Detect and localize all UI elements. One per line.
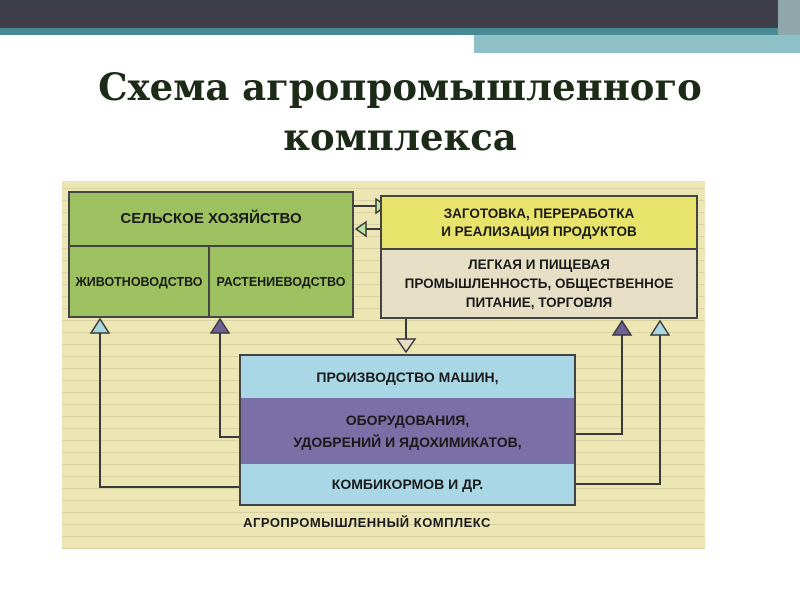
processing-sub-line1: ЛЕГКАЯ И ПИЩЕВАЯ (468, 257, 610, 272)
diagram-caption: АГРОПРОМЫШЛЕННЫЙ КОМПЛЕКС (243, 515, 491, 530)
processing-to-agri-arrow (354, 220, 380, 238)
processing-box: ЗАГОТОВКА, ПЕРЕРАБОТКА И РЕАЛИЗАЦИЯ ПРОД… (380, 195, 698, 319)
production-box: ПРОИЗВОДСТВО МАШИН, ОБОРУДОВАНИЯ, УДОБРЕ… (239, 354, 576, 506)
header-bar-dark (0, 0, 800, 28)
processing-title: ЗАГОТОВКА, ПЕРЕРАБОТКА И РЕАЛИЗАЦИЯ ПРОД… (382, 197, 696, 248)
processing-industries: ЛЕГКАЯ И ПИЩЕВАЯ ПРОМЫШЛЕННОСТЬ, ОБЩЕСТВ… (382, 250, 696, 317)
agro-complex-diagram: СЕЛЬСКОЕ ХОЗЯЙСТВО ЖИВОТНОВОДСТВО РАСТЕН… (62, 181, 705, 549)
crops-label: РАСТЕНИЕВОДСТВО (216, 274, 346, 289)
production-row2-line1: ОБОРУДОВАНИЯ, (345, 412, 470, 428)
header-bar-light (474, 35, 800, 53)
processing-sub-line2: ПРОМЫШЛЕННОСТЬ, ОБЩЕСТВЕННОЕ (404, 276, 674, 291)
production-to-processing-light-arrow (574, 319, 671, 485)
production-to-processing-dark-arrow (574, 319, 633, 435)
agriculture-title: СЕЛЬСКОЕ ХОЗЯЙСТВО (120, 210, 302, 227)
production-row3: КОМБИКОРМОВ И ДР. (241, 464, 574, 504)
processing-to-production-arrow (395, 318, 417, 354)
production-to-crops-arrow (209, 317, 240, 438)
production-row1: ПРОИЗВОДСТВО МАШИН, (241, 356, 574, 400)
slide-title-line2: комплекса (283, 115, 517, 159)
agriculture-divider (70, 245, 352, 247)
agriculture-split-divider (208, 247, 210, 316)
production-row2-line2: УДОБРЕНИЙ И ЯДОХИМИКАТОВ, (293, 434, 522, 450)
header-bar-accent (0, 28, 800, 35)
production-row2: ОБОРУДОВАНИЯ, УДОБРЕНИЙ И ЯДОХИМИКАТОВ, (241, 398, 574, 466)
processing-top-fill (382, 197, 696, 250)
processing-sub-line3: ПИТАНИЕ, ТОРГОВЛЯ (465, 295, 613, 310)
agriculture-box: СЕЛЬСКОЕ ХОЗЯЙСТВО ЖИВОТНОВОДСТВО РАСТЕН… (68, 191, 354, 318)
production-to-livestock-arrow (89, 317, 240, 488)
processing-title-line1: ЗАГОТОВКА, ПЕРЕРАБОТКА (443, 205, 635, 221)
livestock-label: ЖИВОТНОВОДСТВО (75, 274, 203, 289)
processing-title-line2: И РЕАЛИЗАЦИЯ ПРОДУКТОВ (441, 223, 637, 239)
slide-title: Схема агропромышленного комплекса (0, 62, 800, 162)
slide-title-line1: Схема агропромышленного (98, 65, 702, 109)
header-bar-corner (778, 0, 800, 35)
